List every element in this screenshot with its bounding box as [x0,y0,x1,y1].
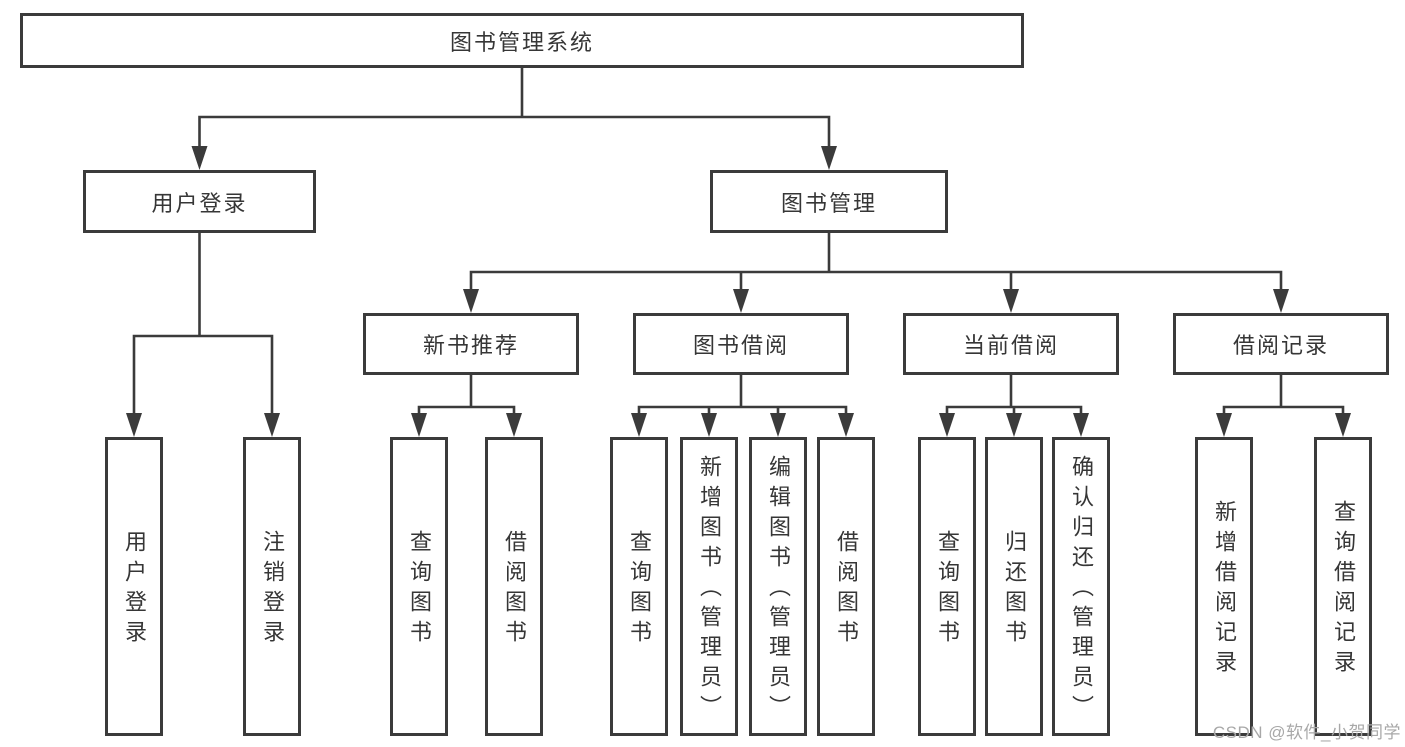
connector-newbook [411,373,522,437]
node-label-b-add: 新增图书（管理员） [697,454,722,725]
connector-borrow [631,373,854,437]
node-newbook: 新书推荐 [363,313,579,375]
node-root: 图书管理系统 [20,13,1024,68]
node-borrow: 图书借阅 [633,313,849,375]
node-label-nb-borrow: 借阅图书 [502,529,527,650]
node-logout: 注销登录 [243,437,301,736]
node-label-record: 借阅记录 [1232,333,1329,358]
node-b-borrow: 借阅图书 [817,437,875,736]
node-mgmt: 图书管理 [710,170,948,233]
node-c-query: 查询图书 [918,437,976,736]
node-label-mgmt: 图书管理 [780,190,877,216]
node-b-edit: 编辑图书（管理员） [749,437,807,736]
node-label-c-return: 归还图书 [1002,529,1027,650]
node-current: 当前借阅 [903,313,1119,375]
node-b-add: 新增图书（管理员） [680,437,738,736]
connector-root [191,66,837,170]
node-label-r-add: 新增借阅记录 [1212,499,1237,680]
connector-record [1216,373,1351,437]
node-label-root: 图书管理系统 [449,29,594,55]
node-label-current: 当前借阅 [962,333,1059,358]
node-c-return: 归还图书 [985,437,1043,736]
node-nb-borrow: 借阅图书 [485,437,543,736]
node-r-query: 查询借阅记录 [1314,437,1372,736]
connector-login [126,231,280,437]
node-user-login: 用户登录 [105,437,163,736]
node-r-add: 新增借阅记录 [1195,437,1253,736]
node-label-c-confirm: 确认归还（管理员） [1069,454,1094,725]
node-record: 借阅记录 [1173,313,1389,375]
node-label-b-borrow: 借阅图书 [834,529,859,650]
node-nb-query: 查询图书 [390,437,448,736]
node-b-query: 查询图书 [610,437,668,736]
node-label-c-query: 查询图书 [935,529,960,650]
connector-current [939,373,1089,437]
node-label-b-edit: 编辑图书（管理员） [766,454,791,725]
node-c-confirm: 确认归还（管理员） [1052,437,1110,736]
node-login: 用户登录 [83,170,316,233]
watermark-text: CSDN @软件_小贺同学 [1212,723,1401,742]
node-label-nb-query: 查询图书 [407,529,432,650]
node-label-b-query: 查询图书 [627,529,652,650]
node-label-r-query: 查询借阅记录 [1331,499,1356,680]
node-label-logout: 注销登录 [260,529,285,650]
node-label-user-login: 用户登录 [122,529,147,650]
node-label-login: 用户登录 [151,190,248,216]
connector-mgmt [463,231,1289,313]
node-label-borrow: 图书借阅 [692,333,789,358]
node-label-newbook: 新书推荐 [422,333,519,358]
